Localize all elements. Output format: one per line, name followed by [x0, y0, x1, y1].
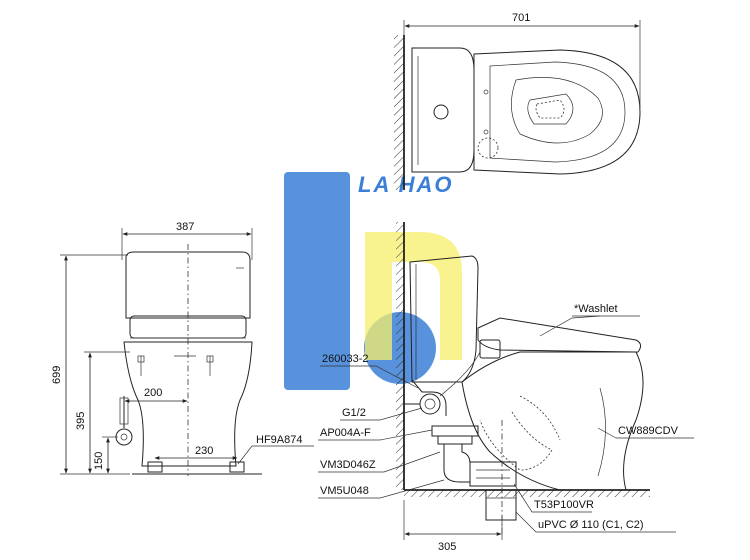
dim-outlet-height: 395 [75, 412, 87, 430]
watermark-yellow-arch [365, 232, 462, 360]
label-fixing-kit: HF9A874 [256, 434, 302, 446]
label-seal: VM5U048 [320, 485, 369, 497]
watermark-text: LA HAO [358, 172, 454, 197]
front-view: 387 699 [51, 221, 314, 476]
label-pipe: uPVC Ø 110 (C1, C2) [538, 519, 644, 531]
front-foot-left [147, 461, 163, 473]
label-flange: VM3D046Z [320, 459, 376, 471]
label-body: CW889CDV [618, 425, 679, 437]
top-bowl [473, 49, 641, 175]
label-valve: 260033-2 [322, 353, 369, 365]
dim-inlet-offset: 200 [144, 387, 162, 399]
label-thread: G1/2 [342, 407, 366, 419]
dim-height: 699 [51, 366, 63, 384]
front-bowl [123, 341, 253, 467]
front-foot-right [229, 461, 245, 473]
front-tank [125, 251, 251, 319]
top-view: 701 [394, 12, 641, 190]
dim-bolt-spacing: 230 [195, 445, 213, 457]
top-tank [411, 47, 475, 173]
side-drain-pipe [485, 489, 517, 521]
side-trapway [479, 411, 553, 471]
dim-rough-in: 305 [438, 541, 456, 553]
label-adapter: AP004A-F [320, 427, 371, 439]
dim-front-width: 387 [176, 221, 194, 233]
top-flush-button [433, 104, 449, 120]
label-trap: T53P100VR [534, 499, 594, 511]
side-floor-hatch [404, 490, 650, 497]
watermark-logo: LA HAO [284, 172, 462, 390]
watermark-blue-bar [284, 172, 350, 390]
side-bowl [461, 351, 644, 491]
side-drain-assembly [431, 425, 517, 521]
side-view: 305 *Washlet 260033-2 G1/2 AP004A-F VM3D… [318, 222, 694, 553]
dim-top-width: 701 [512, 12, 530, 24]
front-water-inlet [115, 396, 133, 446]
top-drain [527, 93, 574, 125]
dim-inlet-height: 150 [93, 452, 105, 470]
top-wall-hatch [394, 35, 404, 190]
side-wall-hatch [396, 222, 404, 490]
side-washlet-seat [477, 317, 642, 353]
side-supply-valve [404, 351, 481, 416]
front-bolts [137, 355, 214, 376]
label-washlet: *Washlet [574, 303, 618, 315]
